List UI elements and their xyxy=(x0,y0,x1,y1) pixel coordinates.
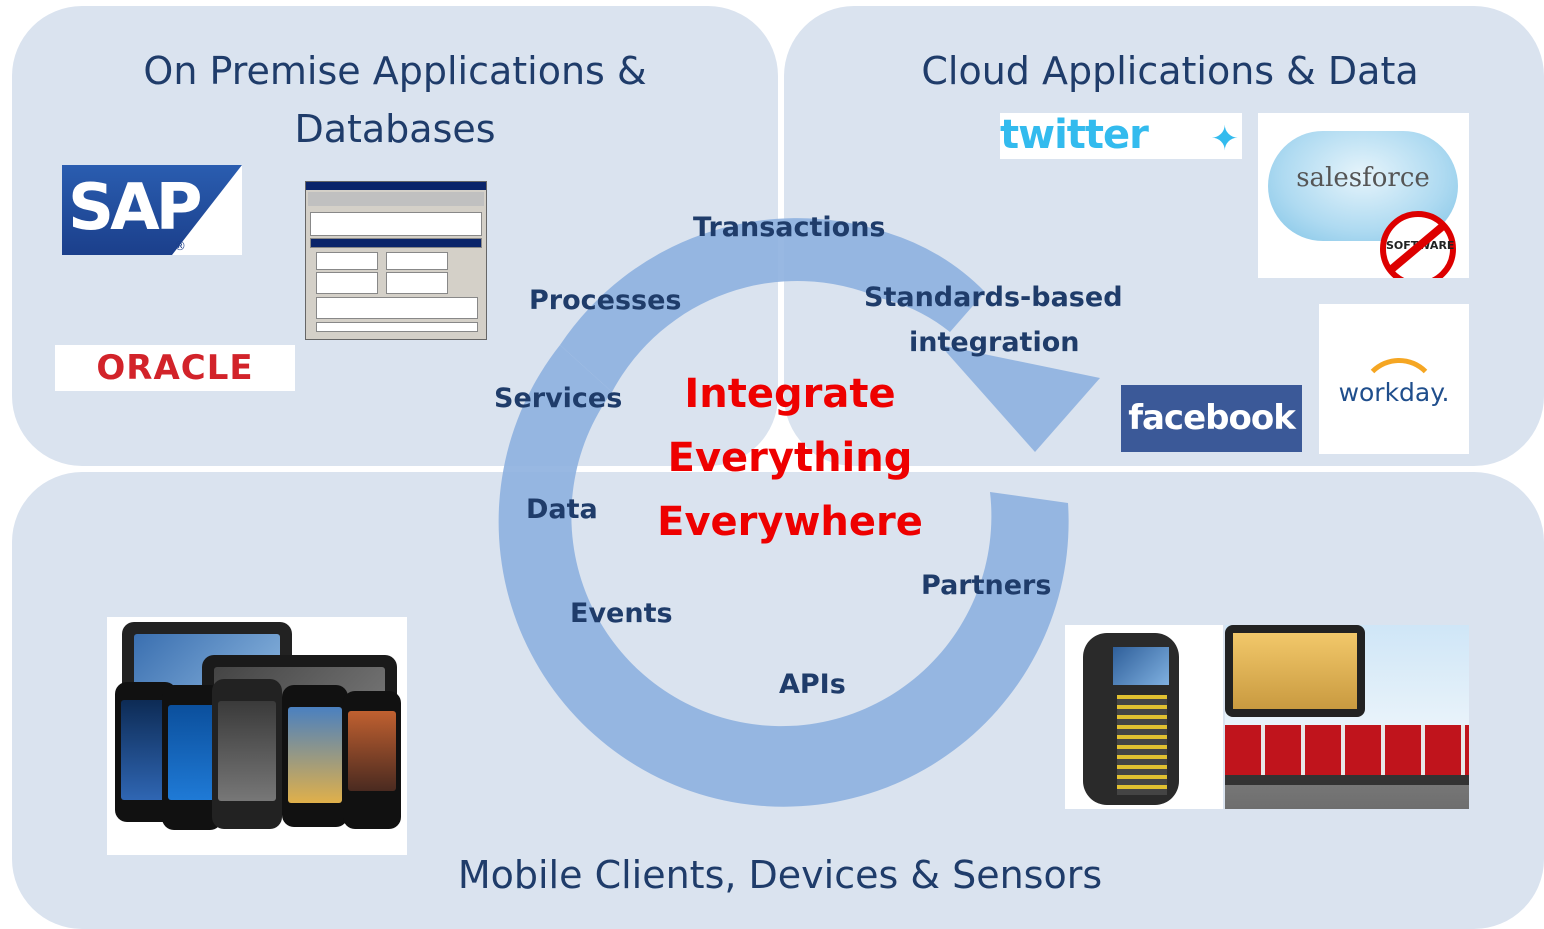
twitter-bird-icon: ✦ xyxy=(1210,119,1239,159)
center-line-everywhere: Everywhere xyxy=(657,499,923,545)
label-services: Services xyxy=(494,383,623,414)
on-premise-title-line1: On Premise Applications & xyxy=(143,49,647,93)
cycle-ring xyxy=(498,345,1069,807)
mobile-title: Mobile Clients, Devices & Sensors xyxy=(457,853,1103,897)
salesforce-wordmark: salesforce xyxy=(1296,163,1430,193)
label-standards-based: Standards-based xyxy=(864,282,1123,313)
label-data: Data xyxy=(526,494,598,525)
sap-registered-mark: ® xyxy=(174,239,186,253)
workday-wordmark: workday. xyxy=(1338,378,1450,407)
cycle-top-arc xyxy=(560,218,985,392)
on-premise-title: On Premise Applications & Databases xyxy=(110,42,680,158)
salesforce-logo: salesforce SOFTWARE xyxy=(1258,113,1469,278)
no-software-icon: SOFTWARE xyxy=(1380,211,1456,278)
cycle-arrowhead xyxy=(940,345,1100,452)
on-premise-title-line2: Databases xyxy=(294,107,496,151)
label-partners: Partners xyxy=(921,570,1052,601)
application-screenshot xyxy=(305,181,487,340)
oracle-logo: ORACLE xyxy=(55,345,295,391)
center-line-integrate: Integrate xyxy=(684,371,896,417)
cloud-title: Cloud Applications & Data xyxy=(921,49,1419,93)
tablet-and-trucks-photo xyxy=(1225,625,1469,809)
facebook-logo: facebook xyxy=(1121,385,1302,452)
barcode-scanner-photo xyxy=(1065,625,1223,809)
mobile-devices-photo xyxy=(107,617,407,855)
sap-logo-text: SAP xyxy=(68,171,203,245)
twitter-wordmark: twitter xyxy=(1000,113,1149,158)
twitter-logo: twitter ✦ xyxy=(1000,113,1242,159)
label-transactions: Transactions xyxy=(693,212,886,243)
center-line-everything: Everything xyxy=(667,435,913,481)
sap-logo: SAP ® xyxy=(62,165,242,255)
label-events: Events xyxy=(570,598,673,629)
label-processes: Processes xyxy=(529,285,682,316)
center-heading: Integrate Everything Everywhere xyxy=(620,362,960,554)
workday-logo: workday. xyxy=(1319,304,1469,454)
label-integration: integration xyxy=(909,327,1080,358)
label-apis: APIs xyxy=(779,669,846,700)
